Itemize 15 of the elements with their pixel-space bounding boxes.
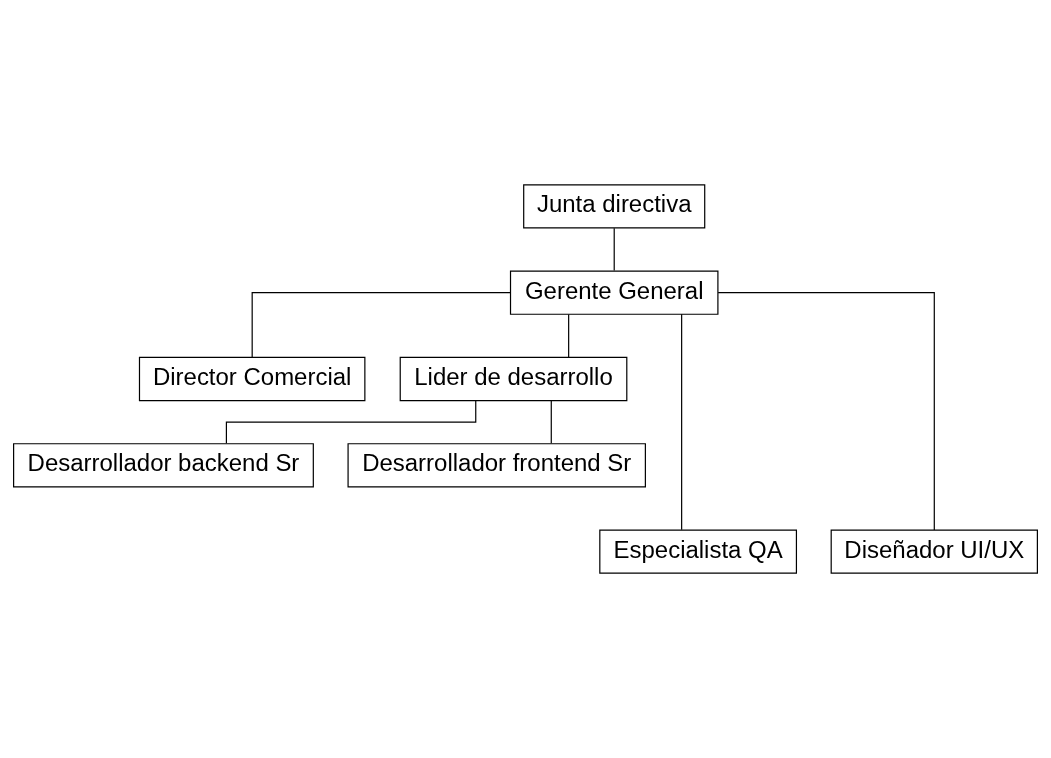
connector: [568, 313, 570, 358]
connector: [613, 227, 615, 272]
node-box: Diseñador UI/UX: [830, 529, 1038, 574]
node-box: Desarrollador frontend Sr: [347, 443, 646, 488]
connector: [681, 313, 683, 531]
node-box: Lider de desarrollo: [399, 356, 628, 402]
connector: [550, 400, 552, 444]
node-box: Gerente General: [509, 270, 719, 315]
node-box: Especialista QA: [599, 529, 798, 574]
connector: [251, 292, 512, 358]
node-box: Director Comercial: [138, 356, 366, 402]
node-box: Junta directiva: [523, 184, 706, 229]
node-box: Desarrollador backend Sr: [13, 443, 314, 488]
connector: [717, 292, 935, 531]
connector: [225, 400, 477, 444]
